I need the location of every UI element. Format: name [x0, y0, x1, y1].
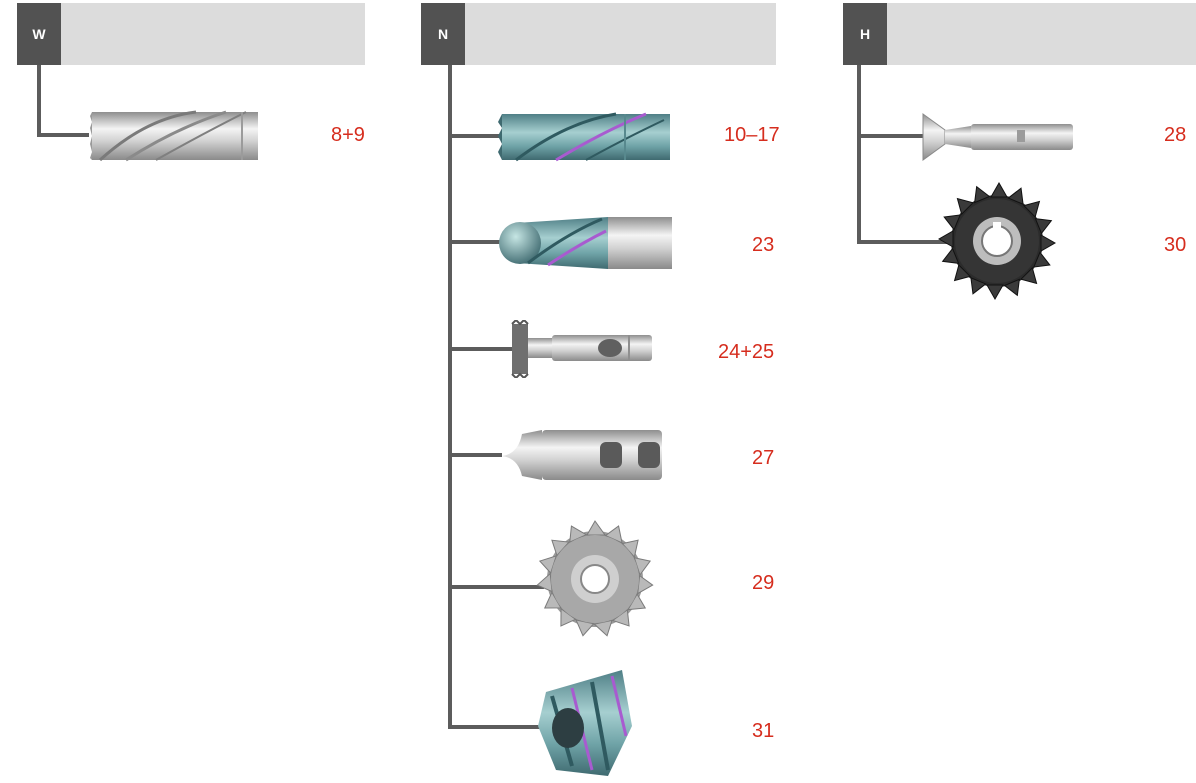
connector-branch: [857, 134, 923, 138]
page-number[interactable]: 30: [1164, 234, 1187, 256]
connector-branch: [448, 585, 544, 589]
page-number[interactable]: 27: [752, 447, 775, 469]
connector-branch: [448, 134, 502, 138]
page-number[interactable]: 24+25: [718, 341, 775, 363]
page-number[interactable]: 10–17: [724, 124, 780, 146]
group-n-header-bar: [437, 3, 776, 65]
group-h-tag: H: [843, 3, 887, 65]
connector-branch: [857, 240, 947, 244]
connector-branch: [448, 347, 516, 351]
shell-end-mill-icon: [538, 670, 632, 776]
side-milling-cutter-icon: [938, 182, 1056, 300]
ball-nose-end-mill-icon: [499, 217, 672, 269]
connector-branch: [448, 725, 544, 729]
two-flute-end-mill-icon: [90, 110, 258, 162]
coated-end-mill-icon: [498, 112, 670, 162]
page-number[interactable]: 31: [752, 720, 775, 742]
page-number[interactable]: 8+9: [331, 124, 365, 146]
dovetail-cutter-icon: [922, 113, 1073, 161]
connector-line: [448, 65, 452, 729]
page-number[interactable]: 29: [752, 572, 775, 594]
t-slot-cutter-icon: [511, 320, 652, 378]
group-w-tag: W: [17, 3, 61, 65]
group-h-header-bar: [855, 3, 1196, 65]
group-w-header-bar: [34, 3, 365, 65]
page-number[interactable]: 28: [1164, 124, 1187, 146]
corner-rounding-cutter-icon: [502, 430, 662, 480]
connector-branch: [448, 240, 502, 244]
connector-line: [37, 65, 41, 137]
connector-line: [857, 65, 861, 244]
page-number[interactable]: 23: [752, 234, 775, 256]
connector-branch: [448, 453, 502, 457]
group-n-tag: N: [421, 3, 465, 65]
angle-disc-cutter-icon: [536, 520, 654, 637]
connector-branch: [37, 133, 89, 137]
